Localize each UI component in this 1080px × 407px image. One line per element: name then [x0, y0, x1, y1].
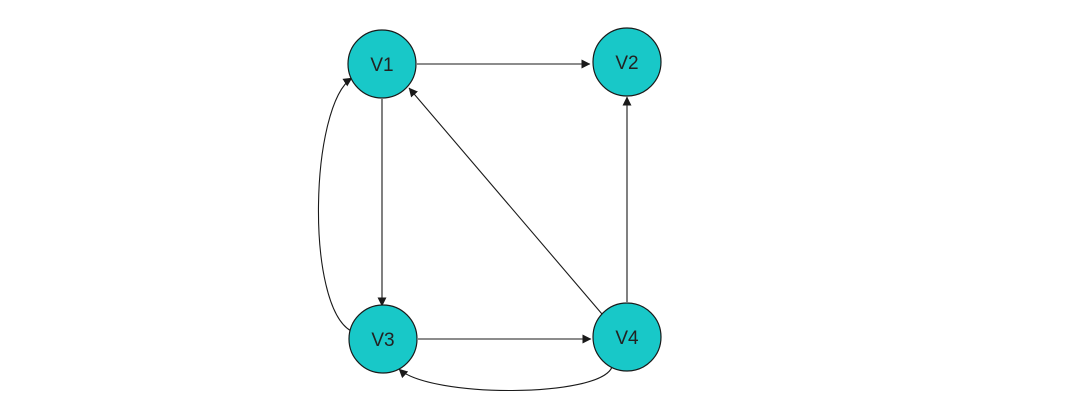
node-label-v2: V2 [615, 53, 638, 74]
edge-v4-to-v1 [408, 87, 603, 315]
node-v2: V2 [592, 27, 662, 97]
node-circle-v4 [592, 302, 662, 372]
node-circle-v2 [592, 27, 662, 97]
node-v1: V1 [347, 29, 417, 99]
edge-v3-to-v1 [317, 77, 353, 332]
node-circle-v1 [347, 29, 417, 99]
edge-v4-to-v3 [398, 366, 613, 392]
node-v3: V3 [348, 304, 418, 374]
node-label-v3: V3 [371, 330, 394, 351]
edges [317, 59, 632, 392]
node-circle-v3 [348, 304, 418, 374]
node-v4: V4 [592, 302, 662, 372]
node-label-v4: V4 [615, 328, 639, 349]
node-label-v1: V1 [370, 55, 393, 76]
